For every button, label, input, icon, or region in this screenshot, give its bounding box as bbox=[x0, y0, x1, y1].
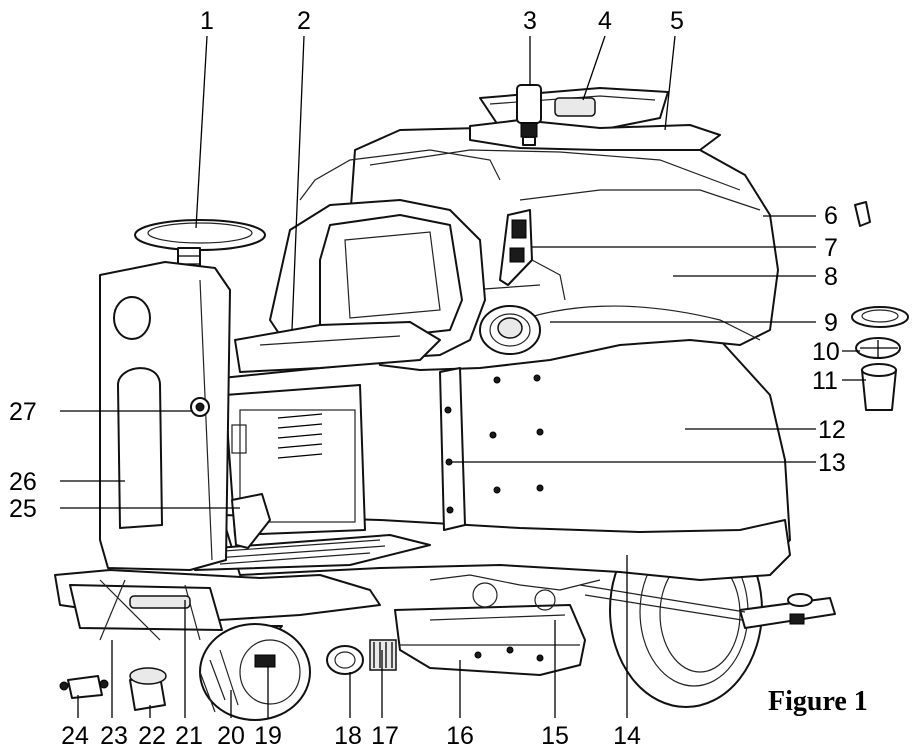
leader-1 bbox=[195, 35, 208, 229]
callout-13: 13 bbox=[818, 449, 846, 477]
callout-numbers: 1 2 3 4 5 6 7 8 9 10 11 12 13 14 15 16 1… bbox=[9, 7, 846, 750]
leader-5 bbox=[664, 35, 676, 131]
floor-plate bbox=[189, 493, 431, 571]
callout-1: 1 bbox=[200, 7, 214, 35]
callout-2: 2 bbox=[297, 7, 311, 35]
callout-7: 7 bbox=[824, 234, 838, 262]
leader-lines bbox=[60, 35, 866, 718]
leader-4 bbox=[582, 35, 606, 101]
callout-25: 25 bbox=[9, 495, 37, 523]
callout-23: 23 bbox=[100, 722, 128, 750]
callout-26: 26 bbox=[9, 468, 37, 496]
front-column bbox=[99, 261, 231, 571]
callout-6: 6 bbox=[824, 202, 838, 230]
leader-2 bbox=[291, 35, 305, 331]
callout-5: 5 bbox=[670, 7, 684, 35]
filler-cap bbox=[479, 305, 541, 355]
machine-illustration bbox=[54, 84, 909, 721]
detached-parts bbox=[851, 201, 909, 411]
seat bbox=[234, 149, 501, 373]
callout-17: 17 bbox=[371, 722, 399, 750]
figure-caption: Figure 1 bbox=[768, 686, 868, 717]
callout-27: 27 bbox=[9, 398, 37, 426]
warning-beacon bbox=[516, 84, 542, 146]
callout-14: 14 bbox=[613, 722, 641, 750]
callout-16: 16 bbox=[446, 722, 474, 750]
callout-19: 19 bbox=[254, 722, 282, 750]
callout-3: 3 bbox=[523, 7, 537, 35]
callout-22: 22 bbox=[138, 722, 166, 750]
steering bbox=[134, 219, 266, 289]
callout-24: 24 bbox=[61, 722, 89, 750]
control-panel bbox=[499, 209, 566, 301]
callout-18: 18 bbox=[334, 722, 362, 750]
callout-4: 4 bbox=[598, 7, 612, 35]
scrub-deck bbox=[326, 574, 601, 676]
front-wheel bbox=[199, 623, 311, 721]
callout-10: 10 bbox=[812, 338, 840, 366]
callout-15: 15 bbox=[541, 722, 569, 750]
callout-9: 9 bbox=[824, 309, 838, 337]
top-tray bbox=[469, 87, 721, 151]
squeegee bbox=[579, 584, 836, 629]
caster-parts bbox=[59, 667, 167, 711]
callout-8: 8 bbox=[824, 263, 838, 291]
callout-20: 20 bbox=[217, 722, 245, 750]
body-skirt bbox=[221, 514, 791, 581]
front-bumper bbox=[54, 569, 381, 643]
callout-21: 21 bbox=[175, 722, 203, 750]
callout-12: 12 bbox=[818, 416, 846, 444]
callout-11: 11 bbox=[812, 367, 838, 395]
